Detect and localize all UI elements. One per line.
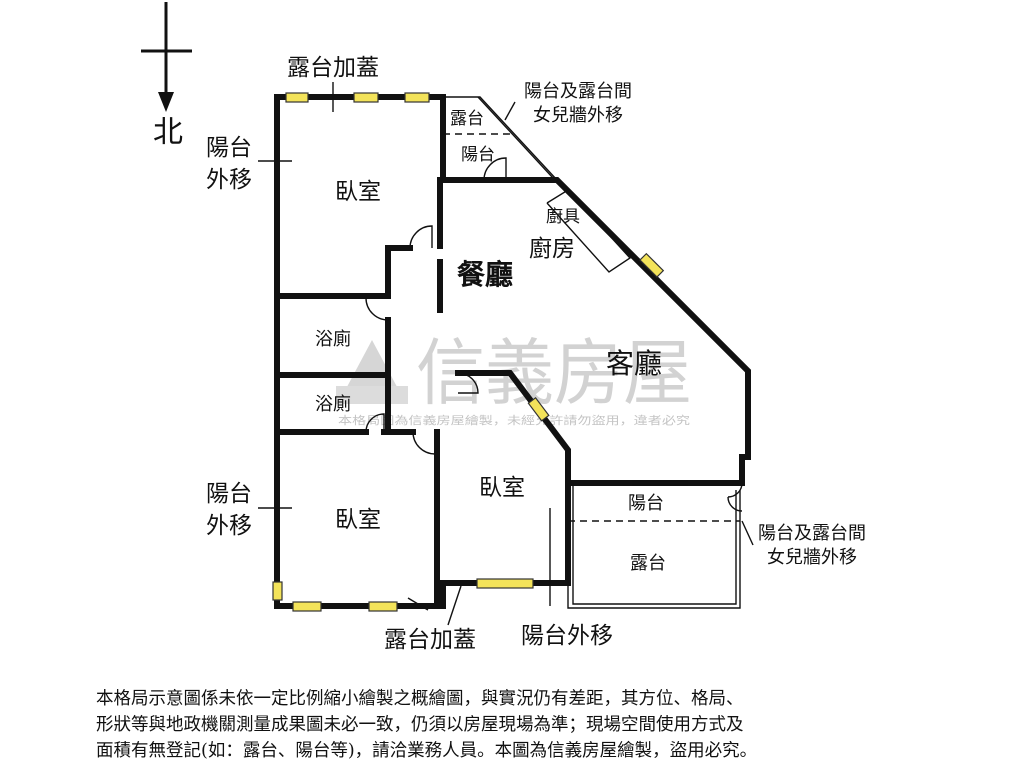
disclaimer: 本格局示意圖係未依一定比例縮小繪製之概繪圖，與實況仍有差距，其方位、格局、 形狀…: [96, 686, 996, 764]
note-parapet-top-2: 女兒牆外移: [533, 105, 623, 126]
note-parapet-top-1: 陽台及露台間: [524, 81, 632, 102]
disclaimer-line-3: 面積有無登記(如：露台、陽台等)，請洽業務人員。本圖為信義房屋繪製，盜用必究。: [96, 741, 758, 761]
room-bedroom-sw: 臥室: [335, 507, 381, 533]
note-terrace-cover-top: 露台加蓋: [287, 55, 379, 81]
room-living: 客廳: [606, 347, 662, 380]
windows: [272, 92, 665, 612]
thin-lines: [443, 96, 741, 609]
note-parapet-right-1: 陽台及露台間: [758, 523, 866, 544]
doors: [365, 157, 743, 512]
note-balcony-out-left-bottom-2: 外移: [206, 513, 252, 539]
note-parapet-right-2: 女兒牆外移: [767, 547, 857, 568]
disclaimer-line-2: 形狀等與地政機關測量成果圖未必一致，仍須以房屋現場為準；現場空間使用方式及: [96, 715, 744, 735]
north-label: 北: [153, 115, 183, 150]
room-bedroom-nw: 臥室: [335, 179, 381, 205]
watermark-notice: 本格局圖為信義房屋繪製，未經允許請勿盜用，違者必究: [338, 413, 690, 427]
room-balcony-right: 陽台: [628, 493, 664, 514]
note-terrace-cover-bottom: 露台加蓋: [384, 627, 476, 653]
north-arrow-icon: [141, 2, 192, 112]
note-balcony-out-left-top-1: 陽台: [206, 135, 252, 161]
note-balcony-out-bottom: 陽台外移: [521, 623, 613, 649]
room-balcony-top: 陽台: [461, 145, 495, 165]
room-bath-upper: 浴廁: [315, 328, 351, 350]
room-dining: 餐廳: [457, 258, 513, 291]
room-labels: 臥室 浴廁 浴廁 臥室 臥室 餐廳 廚房 廚具 客廳 陽台 露台 陽台 露台: [315, 109, 666, 574]
disclaimer-line-1: 本格局示意圖係未依一定比例縮小繪製之概繪圖，與實況仍有差距，其方位、格局、: [96, 689, 744, 709]
note-balcony-out-left-top-2: 外移: [206, 167, 252, 193]
note-balcony-out-left-bottom-1: 陽台: [206, 481, 252, 507]
annotations: 露台加蓋 露台加蓋 陽台外移 陽台 外移 陽台 外移 陽台及露台間 女兒牆外移 …: [206, 55, 866, 653]
room-bath-lower: 浴廁: [315, 393, 351, 415]
room-cabinet: 廚具: [546, 206, 580, 227]
room-bedroom-center: 臥室: [479, 475, 525, 501]
room-terrace-top: 露台: [450, 109, 484, 129]
leader-lines: [258, 82, 754, 626]
room-terrace-right: 露台: [630, 553, 666, 574]
room-kitchen: 廚房: [529, 236, 575, 262]
